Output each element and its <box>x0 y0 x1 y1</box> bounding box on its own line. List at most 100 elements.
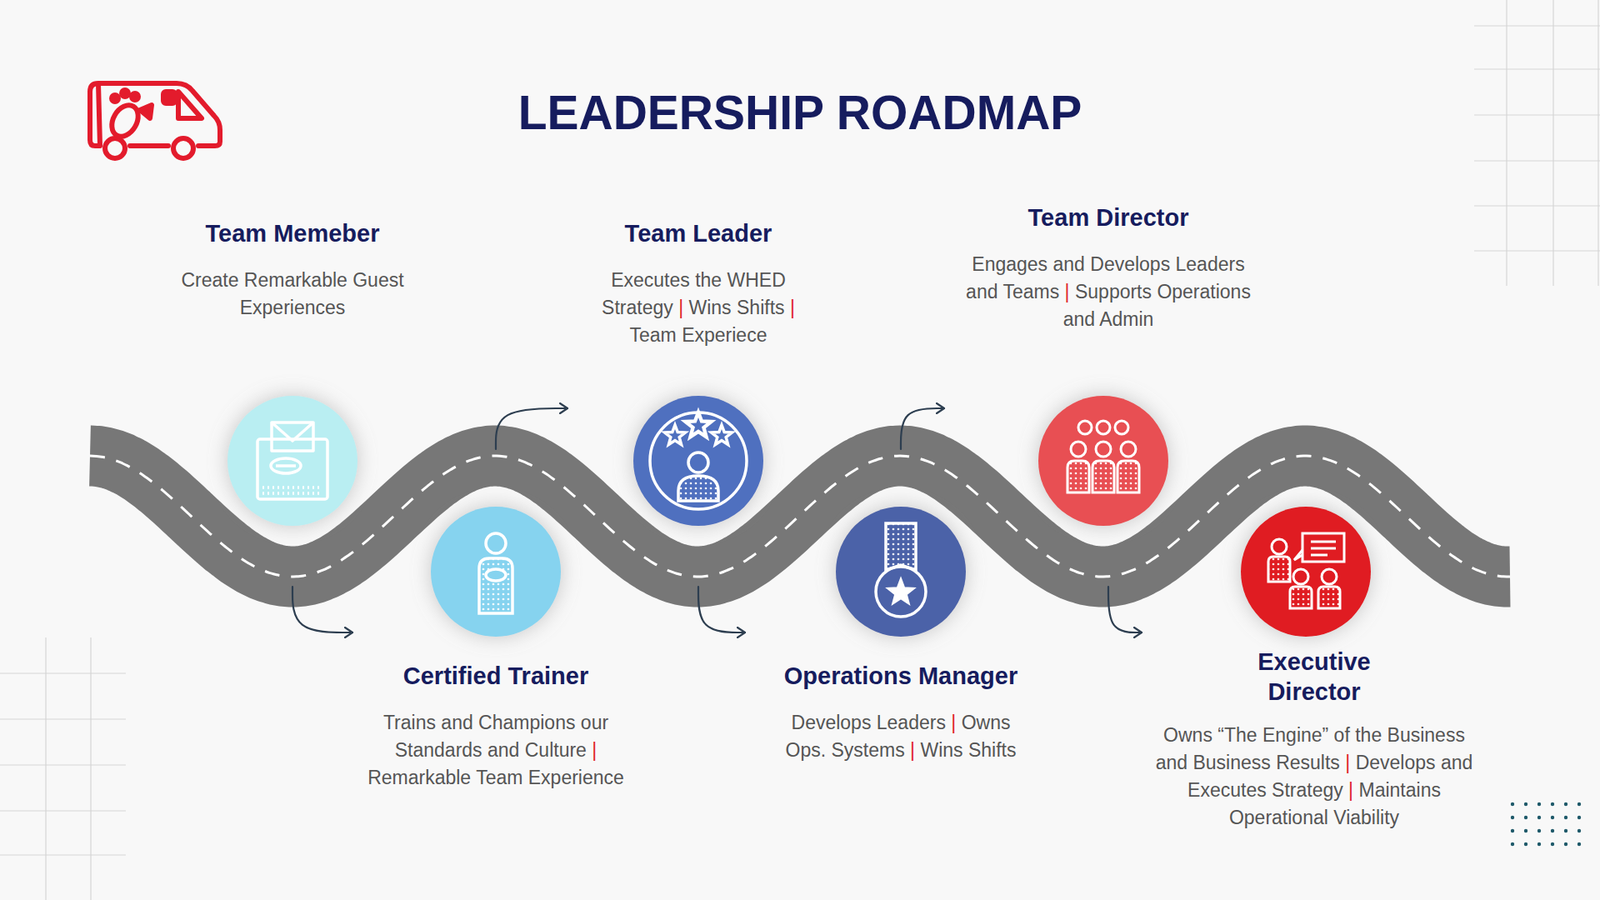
illustration-part <box>271 422 314 451</box>
badge-icon <box>257 422 328 500</box>
decor-dot <box>1577 815 1581 820</box>
text-part: Trains and Champions our Standards and C… <box>383 711 609 761</box>
illustration-part <box>1067 460 1090 493</box>
milestone-node: Executive DirectorOwns “The Engine” of t… <box>1143 449 1485 832</box>
illustration-part <box>0 764 126 765</box>
stage-heading: Certified Trainer <box>403 660 589 691</box>
separator: | <box>1065 280 1070 303</box>
illustration-part <box>711 425 733 445</box>
decor-dot <box>1510 815 1515 820</box>
illustration-part <box>257 439 328 500</box>
illustration-part <box>1271 539 1287 555</box>
illustration-part <box>262 485 323 490</box>
illustration-part <box>650 412 747 510</box>
illustration-part <box>1294 550 1303 560</box>
trainer-icon <box>479 533 513 614</box>
illustration-part <box>1302 533 1345 562</box>
illustration-part <box>1293 569 1309 585</box>
decor-dot <box>1510 829 1515 833</box>
separator: | <box>1348 779 1354 801</box>
connector-layer <box>292 408 1142 633</box>
illustration-part <box>1120 441 1136 457</box>
text-part: Supports Operations and Admin <box>1063 280 1251 330</box>
illustration-part <box>0 718 126 720</box>
dot-decoration <box>1510 802 1581 846</box>
page-title: LEADERSHIP ROADMAP <box>0 85 1600 140</box>
illustration-part <box>1474 160 1600 161</box>
illustration-part <box>1038 395 1169 526</box>
illustration-part <box>1597 0 1599 286</box>
decor-dot <box>1537 829 1541 833</box>
progress-arrow <box>698 586 745 633</box>
illustration-part <box>173 138 194 159</box>
milestone-node: Team LeaderExecutes the WHED Strategy | … <box>569 218 828 587</box>
decor-dot <box>1550 842 1555 846</box>
text-part: Team Experiece <box>630 324 768 346</box>
decor-dot <box>1510 802 1515 806</box>
illustration-part <box>835 506 966 637</box>
text-part: Executive Director <box>1257 648 1370 705</box>
text-part: Wins Shifts <box>915 739 1016 761</box>
illustration-part <box>889 580 912 603</box>
decor-dot <box>1550 829 1555 833</box>
illustration-part <box>106 100 144 142</box>
illustration-part <box>178 91 202 119</box>
text-part: Team Director <box>1028 204 1190 231</box>
text-part: Operations Manager <box>784 662 1018 690</box>
stage-heading: Operations Manager <box>784 660 1018 691</box>
illustration-part <box>227 395 358 526</box>
milestone-node: Operations ManagerDevelops Leaders | Own… <box>746 449 1055 765</box>
stage-description: Owns “The Engine” of the Business and Bu… <box>1150 721 1478 832</box>
decor-dot <box>1537 842 1541 846</box>
illustration-part <box>1078 420 1092 435</box>
illustration-part <box>1474 114 1600 115</box>
illustration-part <box>121 90 129 97</box>
illustration-part <box>633 395 764 526</box>
leader-icon <box>650 412 747 510</box>
illustration-part <box>479 558 513 614</box>
decor-dot <box>1524 815 1528 820</box>
decor-dot <box>1577 829 1581 833</box>
text-part: Certified Trainer <box>403 662 589 690</box>
text-part: Team Memeber <box>205 220 380 247</box>
milestone-node: Certified TrainerTrains and Champions ou… <box>354 449 638 792</box>
illustration-part <box>1310 540 1336 544</box>
van-logo <box>90 83 220 159</box>
illustration-part <box>1268 556 1290 582</box>
stage-description: Engages and Develops Leaders and Teams |… <box>953 250 1264 334</box>
stage-description: Trains and Champions our Standards and C… <box>356 709 636 792</box>
illustration-part <box>271 422 314 441</box>
illustration-part <box>1474 25 1600 26</box>
separator: | <box>678 296 684 319</box>
progress-arrow <box>292 586 353 633</box>
illustration-part <box>1240 506 1371 637</box>
illustration-part <box>45 637 46 900</box>
milestone-circles <box>227 395 1371 637</box>
decor-dot <box>1577 842 1581 846</box>
illustration-part <box>1505 0 1507 286</box>
stage-heading: Team Leader <box>625 218 773 249</box>
illustration-part <box>885 523 916 570</box>
illustration-part <box>111 95 119 102</box>
text-part: Wins Shifts <box>683 296 790 319</box>
decor-dot <box>1564 815 1568 820</box>
illustration-part <box>485 533 506 554</box>
separator: | <box>950 711 956 734</box>
decor-dot <box>1564 829 1568 833</box>
illustration-part <box>0 672 126 674</box>
text-part: Remarkable Team Experience <box>367 766 625 789</box>
illustration-part <box>665 425 686 445</box>
decor-dot <box>1550 815 1555 820</box>
illustration-part <box>0 810 126 811</box>
decor-dot <box>1524 802 1528 806</box>
stage-description: Develops Leaders | Owns Ops. Systems | W… <box>774 709 1029 765</box>
illustration-part <box>270 458 301 474</box>
illustration-part <box>1552 0 1554 286</box>
milestone-node: Team MemeberCreate Remarkable Guest Expe… <box>167 218 418 587</box>
illustration-part <box>1310 547 1336 550</box>
stage-description: Create Remarkable Guest Experiences <box>167 266 418 322</box>
decor-dot <box>1524 842 1528 846</box>
progress-arrow <box>495 408 568 450</box>
decor-dot <box>1510 842 1515 846</box>
